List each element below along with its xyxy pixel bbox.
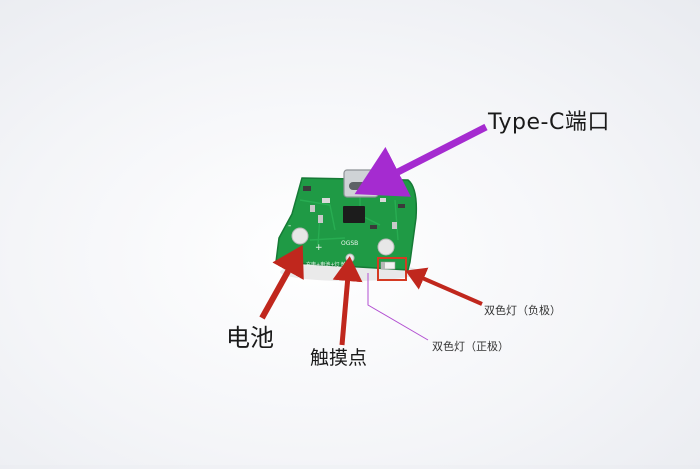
silkscreen-minus: -: [288, 221, 291, 231]
battery-pad-left: [291, 227, 309, 245]
touch-point-label: 触摸点: [310, 347, 368, 369]
battery-pad-right: [377, 238, 395, 256]
touch-pad: [345, 253, 355, 263]
type-c-port-label: Type-C端口: [488, 110, 610, 135]
type-c-arrow: [354, 123, 488, 197]
silkscreen-plus: +: [315, 243, 323, 253]
bicolor-led: [380, 261, 396, 270]
silkscreen-main: OGSB: [341, 240, 358, 247]
ic-chip: [343, 206, 365, 223]
led-positive-leader-line: [367, 273, 429, 341]
usb-type-c-connector: [343, 169, 379, 198]
touch-point-arrow: [332, 256, 363, 346]
bicolor-led-negative-label: 双色灯（负极）: [484, 304, 561, 317]
led-negative-arrow: [405, 267, 483, 306]
battery-label: 电池: [226, 324, 274, 352]
smd-components: [303, 186, 405, 229]
silkscreen-bottom: 充电+电池+灯 触摸: [306, 261, 351, 268]
bicolor-led-positive-label: 双色灯（正极）: [432, 340, 509, 353]
battery-arrow: [259, 245, 304, 320]
